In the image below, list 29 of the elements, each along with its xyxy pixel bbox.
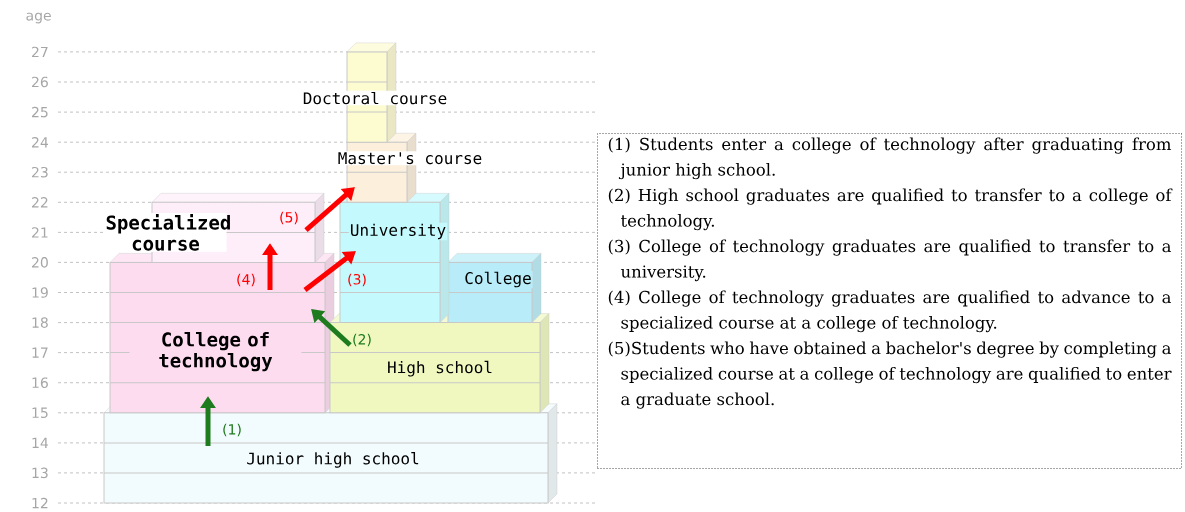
tick-label: 17 <box>32 347 48 358</box>
tick-label: 26 <box>32 76 48 88</box>
tick-label: 22 <box>32 197 48 208</box>
tick-label: 18 <box>32 317 48 328</box>
tick-label: 24 <box>32 137 48 148</box>
tick-label: 12 <box>32 497 48 509</box>
tick-label: 20 <box>32 257 48 268</box>
tick-label: 14 <box>32 437 48 448</box>
axis-label: age <box>26 12 51 24</box>
arrow <box>304 187 355 232</box>
tick-label: 19 <box>32 287 48 298</box>
edge-label: (4) <box>237 273 255 287</box>
notes-box: (1) Students enter a college of technology after graduating from junior high school. (2) High school graduates are qualified to transfer to a college of technology. (3) College of technology graduates are qualified to transfer to a university. (4) College of technology graduates are qualified to advance to a specialized course at a college of technology. (5)Students who have obtained a bachelor's degree by completing a specialized course at a college of technology are qualified to enter a graduate school. <box>597 133 1182 469</box>
tick-label: 27 <box>32 46 48 58</box>
edge-label: (2) <box>353 333 371 347</box>
tick-label: 13 <box>32 467 48 479</box>
school-block: College <box>447 253 542 324</box>
tick-label: 15 <box>32 407 48 418</box>
tick-label: 16 <box>32 377 48 388</box>
tick-label: 21 <box>32 227 48 238</box>
edge-label: (3) <box>348 273 366 287</box>
tick-label: 23 <box>32 166 48 178</box>
edge-label: (1) <box>223 423 241 437</box>
school-block: Master's course <box>336 133 484 203</box>
tick-label: 25 <box>32 106 48 118</box>
school-block: Doctoral course <box>301 42 449 143</box>
arrow <box>303 251 356 292</box>
edge-label: (5) <box>280 211 298 225</box>
arrow <box>311 309 352 347</box>
